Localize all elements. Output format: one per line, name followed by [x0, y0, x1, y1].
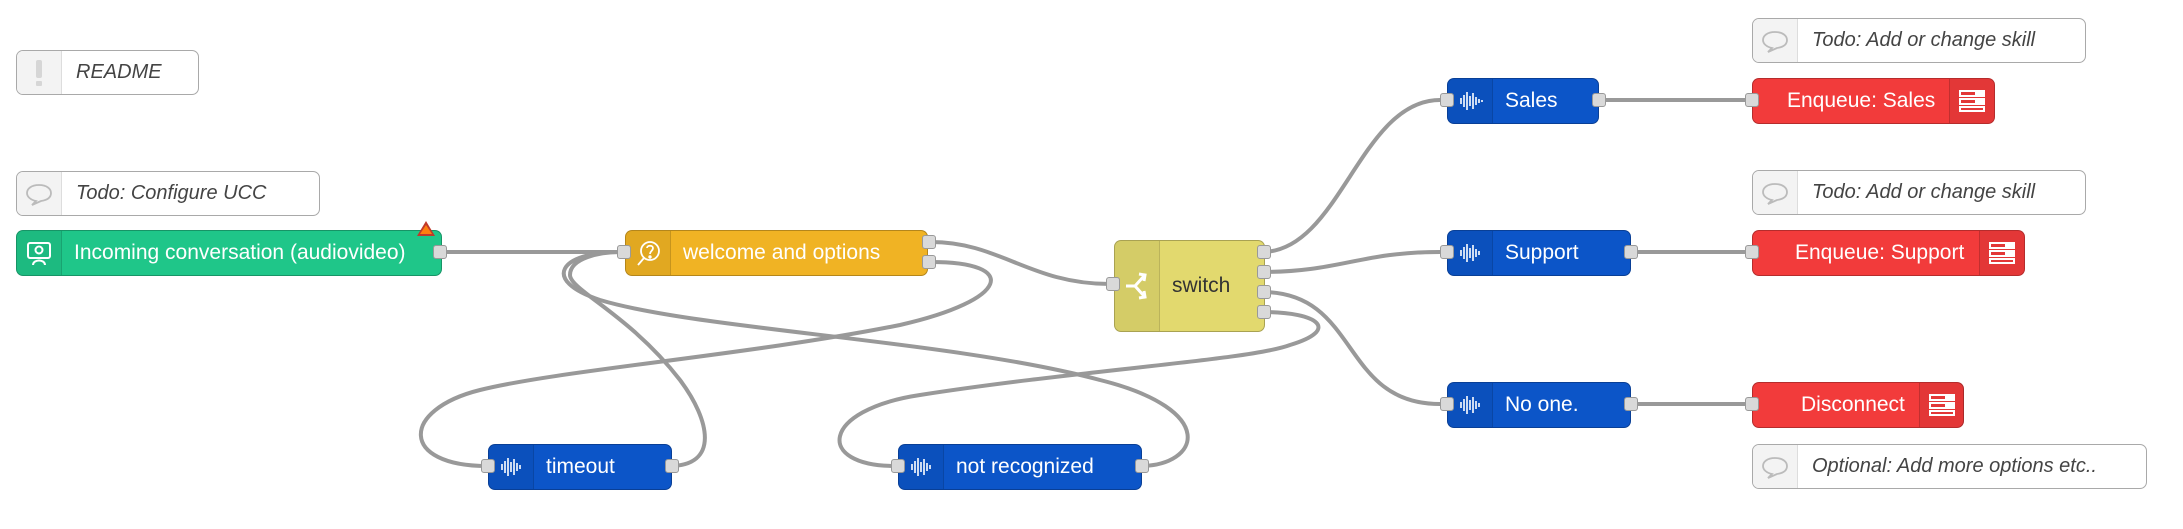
skill-support-comment[interactable]: Todo: Add or change skill [1752, 170, 2086, 215]
noone-input-port[interactable] [1440, 397, 1454, 411]
welcome-options-node[interactable]: welcome and options [625, 230, 928, 276]
wire-timeout-welcome-loop [567, 250, 707, 468]
readme-label: README [76, 61, 162, 83]
readme-comment[interactable]: README [16, 50, 199, 95]
support-input-port[interactable] [1440, 245, 1454, 259]
wire-welcome-switch [930, 240, 1111, 286]
noone-label: No one. [1505, 393, 1579, 416]
skill-sales-comment-label: Todo: Add or change skill [1812, 29, 2036, 51]
exclamation-icon [17, 51, 62, 94]
timeout-label: timeout [546, 455, 615, 478]
switch-output-port-3[interactable] [1257, 285, 1271, 299]
queue-icon [1979, 231, 2024, 275]
not-recognized-input-port[interactable] [891, 459, 905, 473]
audio-wave-icon [1448, 383, 1493, 427]
welcome-output-port-2[interactable] [922, 255, 936, 269]
wire-switch-noone [1261, 290, 1441, 406]
sales-output-port[interactable] [1592, 93, 1606, 107]
more-options-comment-label: Optional: Add more options etc.. [1812, 455, 2097, 477]
skill-support-comment-label: Todo: Add or change skill [1812, 181, 2036, 203]
not-recognized-label: not recognized [956, 455, 1094, 478]
sales-input-port[interactable] [1440, 93, 1454, 107]
warning-icon [417, 221, 435, 236]
switch-input-port[interactable] [1106, 277, 1120, 291]
audio-wave-icon [1448, 231, 1493, 275]
wire-notrecognized-switch-loop [837, 310, 1321, 468]
skill-sales-comment[interactable]: Todo: Add or change skill [1752, 18, 2086, 63]
not-recognized-node[interactable]: not recognized [898, 444, 1142, 490]
enqueue-support-label: Enqueue: Support [1795, 241, 1965, 264]
switch-node[interactable]: switch [1114, 240, 1265, 332]
incoming-output-port[interactable] [433, 245, 447, 259]
disconnect-node[interactable]: Disconnect [1752, 382, 1964, 428]
timeout-node[interactable]: timeout [488, 444, 672, 490]
support-label: Support [1505, 241, 1579, 264]
welcome-output-port-1[interactable] [922, 235, 936, 249]
question-icon [626, 231, 671, 275]
support-output-port[interactable] [1624, 245, 1638, 259]
switch-icon [1115, 241, 1160, 331]
wire-switch-sales [1261, 98, 1441, 254]
conversation-icon [17, 231, 62, 275]
enqueue-sales-label: Enqueue: Sales [1787, 89, 1936, 112]
sales-node[interactable]: Sales [1447, 78, 1599, 124]
comment-icon [1753, 171, 1798, 214]
incoming-conversation-node[interactable]: Incoming conversation (audiovideo) [16, 230, 442, 276]
switch-output-port-2[interactable] [1257, 265, 1271, 279]
noone-node[interactable]: No one. [1447, 382, 1631, 428]
noone-output-port[interactable] [1624, 397, 1638, 411]
comment-icon [1753, 445, 1798, 488]
comment-icon [1753, 19, 1798, 62]
audio-wave-icon [489, 445, 534, 489]
welcome-options-label: welcome and options [683, 241, 881, 264]
switch-output-port-1[interactable] [1257, 245, 1271, 259]
switch-label: switch [1172, 274, 1231, 297]
more-options-comment[interactable]: Optional: Add more options etc.. [1752, 444, 2147, 489]
sales-label: Sales [1505, 89, 1558, 112]
timeout-input-port[interactable] [481, 459, 495, 473]
disconnect-input-port[interactable] [1745, 397, 1759, 411]
wire-welcome-notrecognized-loop [561, 250, 1190, 468]
queue-icon [1918, 383, 1964, 427]
wire-switch-support [1261, 250, 1441, 274]
enqueue-support-node[interactable]: Enqueue: Support [1752, 230, 2025, 276]
timeout-output-port[interactable] [665, 459, 679, 473]
support-node[interactable]: Support [1447, 230, 1631, 276]
welcome-input-port[interactable] [617, 245, 631, 259]
queue-icon [1949, 79, 1995, 123]
incoming-conversation-label: Incoming conversation (audiovideo) [74, 241, 406, 264]
enqueue-support-input-port[interactable] [1745, 245, 1759, 259]
enqueue-sales-node[interactable]: Enqueue: Sales [1752, 78, 1995, 124]
comment-icon [17, 172, 62, 215]
audio-wave-icon [899, 445, 944, 489]
disconnect-label: Disconnect [1801, 393, 1905, 416]
not-recognized-output-port[interactable] [1135, 459, 1149, 473]
enqueue-sales-input-port[interactable] [1745, 93, 1759, 107]
configure-comment-label: Todo: Configure UCC [76, 182, 267, 204]
configure-comment[interactable]: Todo: Configure UCC [16, 171, 320, 216]
audio-wave-icon [1448, 79, 1493, 123]
switch-output-port-4[interactable] [1257, 305, 1271, 319]
